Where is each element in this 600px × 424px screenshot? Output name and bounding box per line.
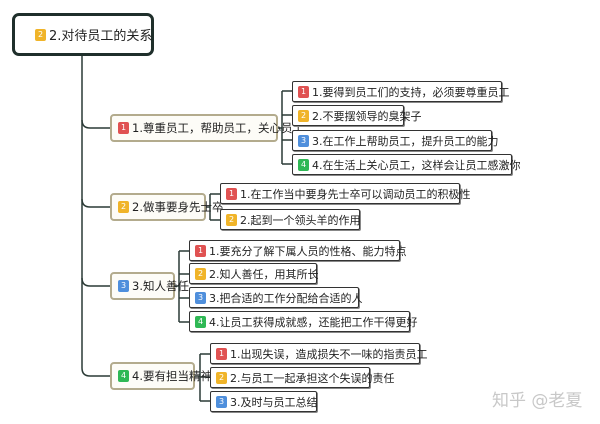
priority-2-icon: 2	[195, 267, 206, 280]
priority-1-icon: 1	[226, 187, 237, 200]
leaf-node-label: 4.在生活上关心员工，这样会让员工感激你	[312, 158, 521, 172]
leaf-node-label: 3.及时与员工总结	[230, 395, 318, 409]
leaf-node-label: 4.让员工获得成就感，还能把工作干得更好	[209, 315, 418, 329]
priority-2-icon: 2	[216, 371, 227, 384]
root-node[interactable]: 2 2.对待员工的关系	[12, 13, 154, 56]
priority-1-icon: 1	[216, 347, 227, 360]
priority-4-icon: 4	[195, 315, 206, 328]
branch-node-label: 1.尊重员工，帮助员工，关心员工	[132, 121, 304, 135]
watermark: 知乎 @老夏	[492, 391, 583, 411]
priority-2-icon: 2	[118, 201, 129, 213]
leaf-node-label: 1.要得到员工们的支持，必须要尊重员工	[312, 85, 510, 99]
priority-1-icon: 1	[298, 85, 309, 98]
priority-3-icon: 3	[118, 280, 129, 292]
priority-2-icon: 2	[35, 28, 46, 41]
priority-4-icon: 4	[298, 158, 309, 171]
leaf-node-label: 1.在工作当中要身先士卒可以调动员工的积极性	[240, 187, 471, 201]
leaf-node-label: 2.不要摆领导的臭架子	[312, 109, 422, 123]
leaf-node-label: 2.起到一个领头羊的作用	[240, 213, 361, 227]
priority-1-icon: 1	[118, 122, 129, 134]
priority-2-icon: 2	[226, 213, 237, 226]
leaf-node-label: 3.在工作上帮助员工，提升员工的能力	[312, 134, 499, 148]
root-label: 2.对待员工的关系	[49, 29, 153, 44]
leaf-node-label: 2.知人善任，用其所长	[209, 267, 319, 281]
priority-2-icon: 2	[298, 109, 309, 122]
priority-4-icon: 4	[118, 370, 129, 382]
branch-node-label: 2.做事要身先士卒	[132, 200, 224, 214]
priority-3-icon: 3	[216, 395, 227, 408]
priority-3-icon: 3	[298, 134, 309, 147]
leaf-node-label: 2.与员工一起承担这个失误的责任	[230, 371, 395, 385]
leaf-node-label: 1.出现失误，造成损失不一味的指责员工	[230, 347, 428, 361]
leaf-node-label: 1.要充分了解下属人员的性格、能力特点	[209, 244, 407, 258]
priority-3-icon: 3	[195, 291, 206, 304]
branch-node-label: 3.知人善任	[132, 279, 189, 293]
priority-1-icon: 1	[195, 244, 206, 257]
leaf-node-label: 3.把合适的工作分配给合适的人	[209, 291, 363, 305]
branch-node-label: 4.要有担当精神	[132, 369, 212, 383]
